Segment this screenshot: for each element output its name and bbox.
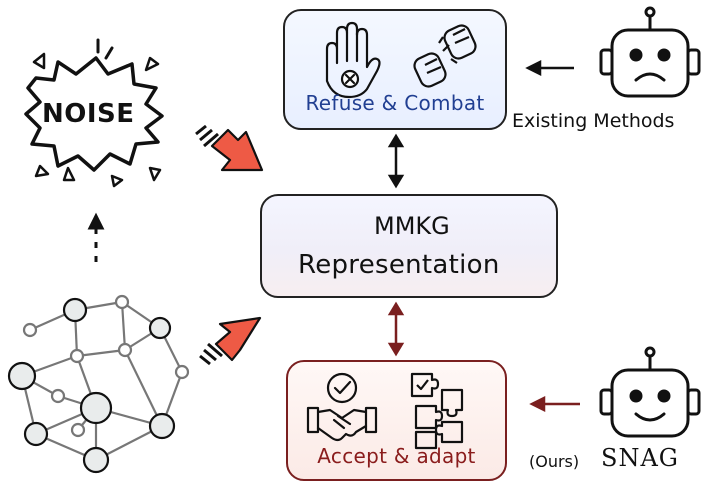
- handshake-check-icon: [306, 372, 378, 442]
- accept-adapt-box: Accept & adapt: [286, 360, 507, 481]
- sad-robot-icon: [599, 6, 701, 98]
- accept-icons: [306, 372, 464, 450]
- noise-burst-icon: [24, 56, 164, 172]
- dashed-up-arrow: [87, 212, 105, 262]
- noise-spark-marks: [32, 52, 162, 188]
- refuse-combat-label: Refuse & Combat: [305, 91, 485, 115]
- knowledge-graph-icon: [7, 294, 190, 474]
- happy-robot-icon: [599, 346, 701, 438]
- fist-bump-icon: [413, 24, 477, 88]
- puzzle-icon: [410, 372, 464, 450]
- refuse-icons: [325, 21, 477, 99]
- mmkg-accept-double-arrow: [387, 301, 405, 357]
- mmkg-title: MMKG: [374, 212, 450, 240]
- accept-adapt-label: Accept & adapt: [317, 444, 476, 468]
- ours-arrow: [529, 395, 580, 413]
- mmkg-subtitle: Representation: [298, 250, 500, 280]
- noise-label: NOISE: [42, 99, 135, 129]
- refuse-mmkg-double-arrow: [387, 133, 405, 189]
- graph-to-mmkg-arrow: [199, 316, 262, 366]
- snag-label: SNAG: [601, 444, 679, 472]
- ours-label: (Ours): [529, 452, 580, 471]
- hand-stop-icon: [325, 21, 381, 99]
- mmkg-representation-box: MMKG Representation: [260, 194, 558, 298]
- refuse-combat-box: Refuse & Combat: [283, 9, 507, 130]
- noise-to-mmkg-arrow: [195, 124, 264, 172]
- existing-methods-arrow: [525, 59, 574, 77]
- existing-methods-label: Existing Methods: [512, 110, 675, 132]
